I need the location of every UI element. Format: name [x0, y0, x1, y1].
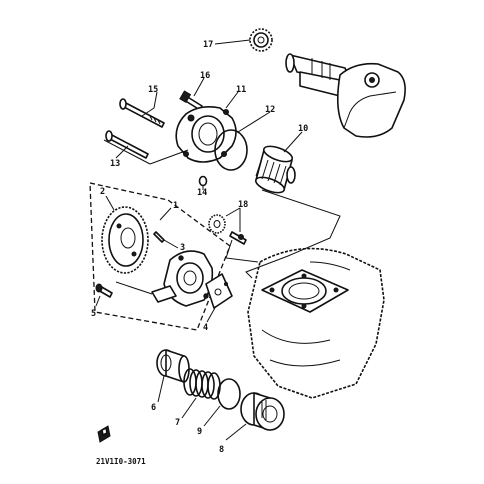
callout-13: 13: [110, 159, 120, 169]
filter-cover: [175, 106, 237, 163]
callout-18: 18: [238, 200, 248, 210]
callout-16: 16: [200, 71, 210, 81]
reference-tag: [97, 425, 111, 443]
spring: [183, 368, 221, 400]
o-ring-large: [214, 129, 248, 171]
callout-8: 8: [219, 445, 224, 455]
callout-15: 15: [148, 85, 158, 95]
short-bolt: [179, 90, 203, 111]
drawing-code: 21V1I0-3071: [96, 457, 146, 466]
callout-7: 7: [175, 418, 180, 428]
callout-5: 5: [91, 309, 96, 319]
pump-gasket: [205, 273, 233, 309]
drain-plug: [240, 392, 285, 431]
small-o-ring: [198, 175, 208, 187]
screw-5: [95, 283, 113, 298]
bolt-13: [105, 130, 149, 159]
callout-1: 1: [173, 201, 178, 211]
callout-14: 14: [197, 188, 207, 198]
callout-leaders: [95, 39, 303, 441]
dowel-pin: [153, 231, 165, 243]
crankshaft: [285, 53, 406, 138]
strainer-housing: [156, 349, 190, 383]
callout-17: 17: [203, 40, 213, 50]
callout-12: 12: [265, 105, 275, 115]
callout-6: 6: [151, 403, 156, 413]
oil-pump-body: [151, 250, 214, 307]
long-bolt: [119, 98, 165, 128]
drive-sprocket: [249, 28, 273, 52]
callout-10: 10: [298, 124, 308, 134]
callout-2: 2: [100, 187, 105, 197]
oil-filter: [254, 145, 296, 194]
o-ring-plug: [217, 378, 241, 410]
crankcase: [247, 247, 385, 399]
oil-passage-lines: [103, 139, 341, 295]
callout-11: 11: [236, 85, 246, 95]
callout-labels: 1 2 3 4 5 6 7 8 9 10 11 12 13 14 15 16 1…: [91, 40, 308, 455]
pump-driven-gear: [101, 206, 149, 274]
idle-gear: [208, 214, 247, 245]
callout-3: 3: [180, 243, 185, 253]
callout-9: 9: [197, 427, 202, 437]
callout-4: 4: [203, 323, 208, 333]
